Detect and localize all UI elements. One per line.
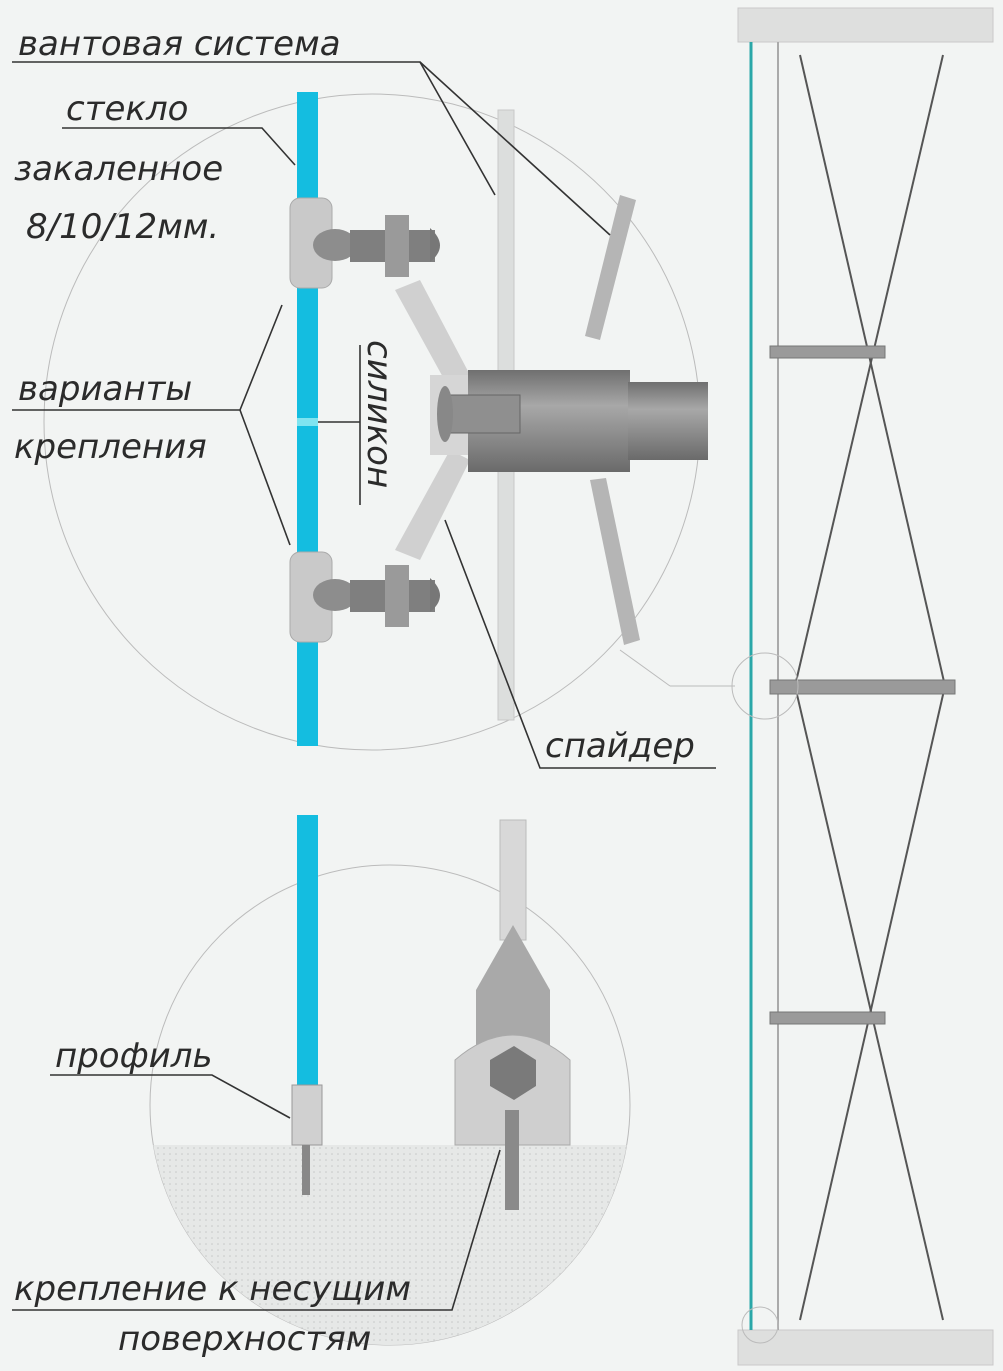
label-cable-system: вантовая система (18, 24, 341, 64)
label-spider: спайдер (545, 726, 695, 766)
label-silicone: силикон (359, 340, 399, 488)
label-glass-line3: 8/10/12мм. (26, 207, 219, 247)
label-variants-line1: варианты (18, 369, 192, 409)
spider (395, 280, 708, 560)
label-mount-line2: поверхностям (118, 1319, 371, 1359)
label-profile: профиль (55, 1036, 213, 1076)
glass-fitting-bottom (289, 551, 440, 643)
label-mount-line1: крепление к несущим (14, 1269, 411, 1309)
label-variants-line2: крепления (14, 427, 207, 467)
glass-fitting-top (289, 197, 440, 289)
cable-anchor (454, 819, 571, 1210)
label-glass-line2: закаленное (14, 149, 223, 189)
leader-lines (12, 61, 716, 1311)
glass-panel (297, 92, 318, 1115)
profile-fitting (291, 1084, 323, 1195)
facade-elevation (619, 7, 994, 1366)
label-glass-line1: стекло (66, 89, 189, 129)
